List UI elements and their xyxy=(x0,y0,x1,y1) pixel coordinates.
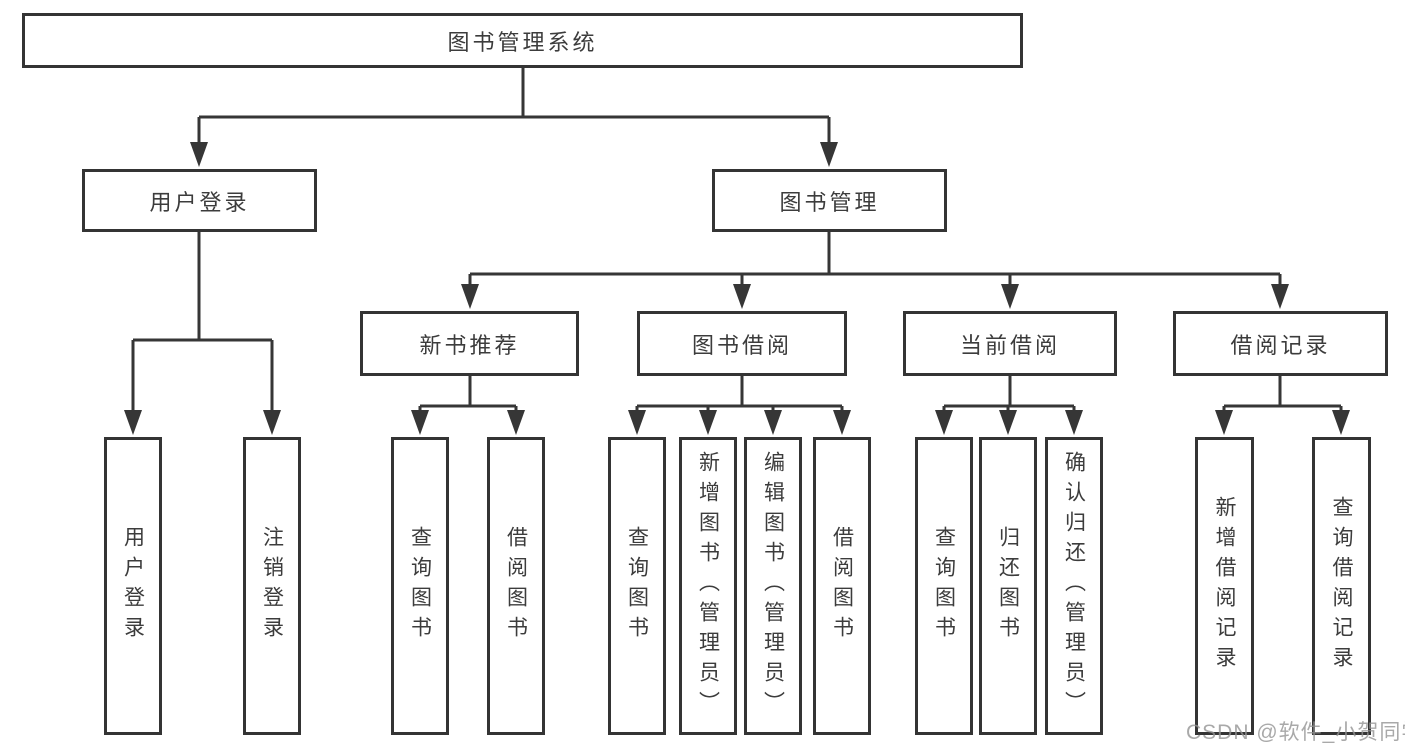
leaf-bb-add-books-admin: 新增图书（管理员） xyxy=(679,437,737,735)
node-book-borrow: 图书借阅 xyxy=(637,311,847,376)
node-label: 确认归还（管理员） xyxy=(1062,451,1086,721)
node-label: 借阅图书 xyxy=(504,526,528,646)
node-root: 图书管理系统 xyxy=(22,13,1023,68)
leaf-cb-return-books: 归还图书 xyxy=(979,437,1037,735)
node-label: 新增借阅记录 xyxy=(1213,496,1236,676)
node-label: 新增图书（管理员） xyxy=(696,451,720,721)
node-label: 注销登录 xyxy=(260,526,284,646)
leaf-br-add-record: 新增借阅记录 xyxy=(1195,437,1254,735)
node-label: 图书管理 xyxy=(779,189,880,215)
node-label: 图书借阅 xyxy=(691,332,792,358)
leaf-nbr-query-books: 查询图书 xyxy=(391,437,449,735)
node-label: 用户登录 xyxy=(149,189,250,215)
node-label: 当前借阅 xyxy=(959,332,1060,358)
node-label: 用户登录 xyxy=(121,526,145,646)
connector-current-borrow-to-leaves xyxy=(935,376,1083,435)
node-label: 借阅图书 xyxy=(830,526,854,646)
node-label: 查询图书 xyxy=(408,526,432,646)
connector-borrow-records-to-leaves xyxy=(1215,376,1350,435)
node-current-borrow: 当前借阅 xyxy=(903,311,1117,376)
connector-user-login-to-leaves xyxy=(124,232,281,435)
node-label: 查询借阅记录 xyxy=(1330,496,1353,676)
connector-book-borrow-to-leaves xyxy=(628,376,851,435)
node-label: 新书推荐 xyxy=(419,332,520,358)
leaf-br-query-record: 查询借阅记录 xyxy=(1312,437,1371,735)
leaf-user-login: 用户登录 xyxy=(104,437,162,735)
node-user-login: 用户登录 xyxy=(82,169,317,232)
leaf-nbr-borrow-books: 借阅图书 xyxy=(487,437,545,735)
node-label: 查询图书 xyxy=(932,526,956,646)
leaf-bb-borrow-books: 借阅图书 xyxy=(813,437,871,735)
node-label: 归还图书 xyxy=(996,526,1020,646)
node-label: 编辑图书（管理员） xyxy=(761,451,785,721)
leaf-cb-query-books: 查询图书 xyxy=(915,437,973,735)
node-label: 图书管理系统 xyxy=(447,29,598,55)
connector-root-to-level2 xyxy=(190,68,838,167)
node-label: 查询图书 xyxy=(625,526,649,646)
node-book-management: 图书管理 xyxy=(712,169,947,232)
csdn-watermark: CSDN @软件_小贺同学 xyxy=(1186,721,1405,744)
node-label: 借阅记录 xyxy=(1230,332,1331,358)
node-new-book-recommend: 新书推荐 xyxy=(360,311,579,376)
leaf-logout-login: 注销登录 xyxy=(243,437,301,735)
node-borrow-records: 借阅记录 xyxy=(1173,311,1388,376)
leaf-bb-query-books: 查询图书 xyxy=(608,437,666,735)
leaf-cb-confirm-return-admin: 确认归还（管理员） xyxy=(1045,437,1103,735)
connector-new-book-recommend-to-leaves xyxy=(411,376,525,435)
connector-book-management-to-level3 xyxy=(461,232,1289,309)
leaf-bb-edit-books-admin: 编辑图书（管理员） xyxy=(744,437,802,735)
